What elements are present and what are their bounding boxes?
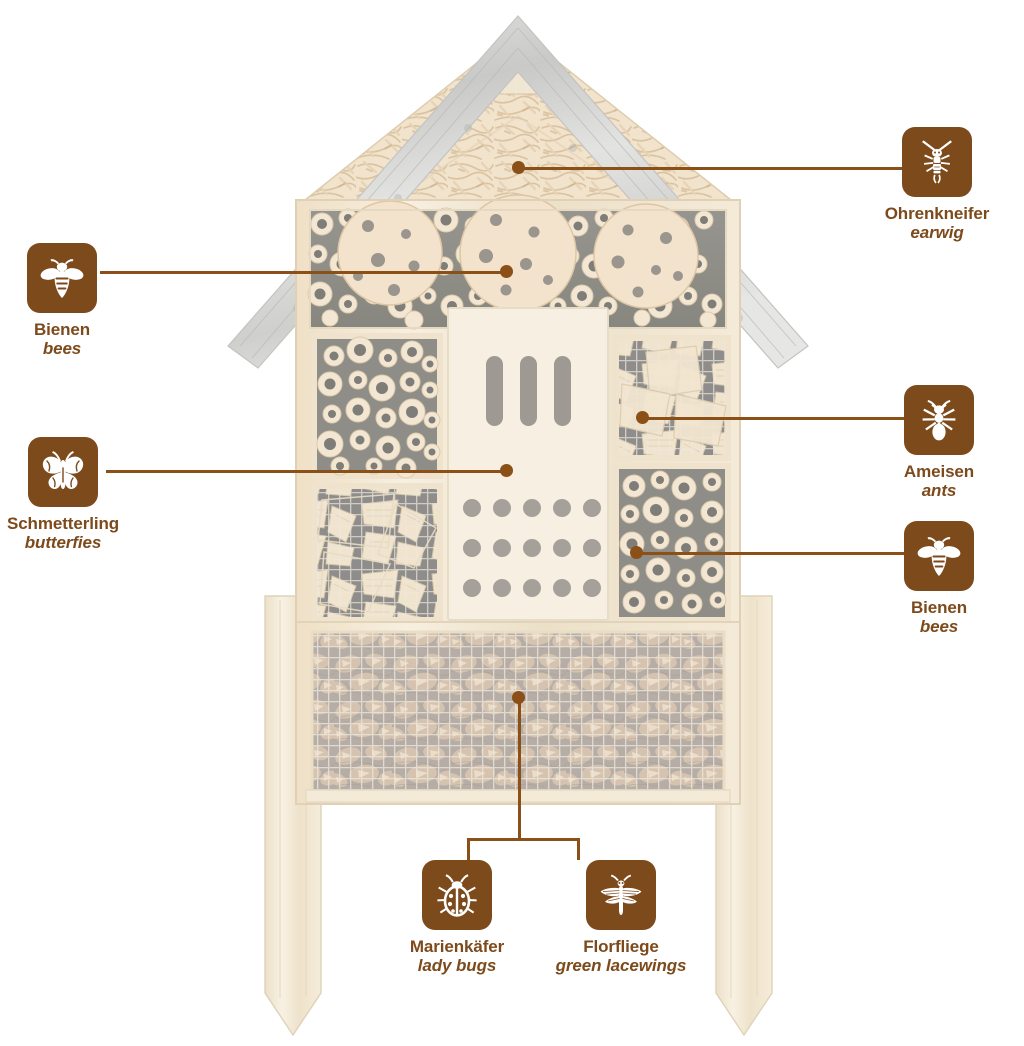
leader-line-bees-bottom [636, 552, 926, 555]
callout-butterflies-label-de: Schmetterling [6, 514, 120, 533]
leader-bracket-left-drop [467, 838, 470, 860]
leader-dot-bees-top [500, 265, 513, 278]
bee-icon [27, 243, 97, 313]
callout-bees-top-label-en: bees [42, 339, 82, 359]
leader-line-ants [642, 417, 926, 420]
callout-bees-top[interactable]: Bienen bees [0, 243, 137, 358]
bee-icon [904, 521, 974, 591]
callout-bees-bottom[interactable]: Bienen bees [864, 521, 1014, 636]
leader-line-butterflies [106, 470, 507, 473]
callout-lacewings-label-en: green lacewings [555, 956, 687, 976]
callout-ladybugs-text: Marienkäfer lady bugs [410, 937, 504, 975]
callout-ladybugs-label-de: Marienkäfer [409, 937, 505, 956]
callout-earwig-label-de: Ohrenkneifer [884, 204, 990, 223]
insect-hotel-illustration [218, 8, 818, 1043]
mesh-wood-chamber-right [613, 335, 731, 461]
leader-dot-earwig [512, 161, 525, 174]
bamboo-tube-chamber-lower-right [613, 463, 731, 623]
callout-bees-bottom-label-en: bees [919, 617, 959, 637]
callout-earwig-text: Ohrenkneifer earwig [885, 204, 990, 242]
callout-ants-text: Ameisen ants [904, 462, 974, 500]
earwig-icon [902, 127, 972, 197]
ant-icon [904, 385, 974, 455]
leader-line-bees-top [100, 271, 507, 274]
leader-dot-pinecone [512, 691, 525, 704]
callout-lacewings-label-de: Florfliege [583, 937, 659, 956]
leader-dot-ants [636, 411, 649, 424]
callout-group-bottom: Marienkäfer lady bugs [398, 860, 696, 975]
callout-ladybugs-label-en: lady bugs [417, 956, 497, 976]
callout-ants-label-en: ants [921, 481, 957, 501]
lacewing-icon [586, 860, 656, 930]
callout-lacewings[interactable]: Florfliege green lacewings [546, 860, 696, 975]
callout-bees-top-label-de: Bienen [33, 320, 91, 339]
callout-butterflies-text: Schmetterling butterfies [7, 514, 119, 552]
leader-line-bottom-stem [518, 697, 521, 840]
mesh-wood-chamber-left [311, 483, 443, 623]
callout-bees-bottom-text: Bienen bees [911, 598, 967, 636]
callout-bees-top-text: Bienen bees [34, 320, 90, 358]
callout-earwig[interactable]: Ohrenkneifer earwig [862, 127, 1012, 242]
drilled-wood-disc-left [337, 200, 443, 306]
drilled-wood-disc-upper [459, 194, 577, 312]
callout-ants-label-de: Ameisen [903, 462, 975, 481]
leader-line-earwig [518, 167, 925, 170]
callout-earwig-label-en: earwig [910, 223, 964, 243]
butterfly-slot-panel [447, 307, 609, 621]
leader-dot-bees-bottom [630, 546, 643, 559]
butterfly-icon [28, 437, 98, 507]
callout-butterflies[interactable]: Schmetterling butterfies [0, 437, 138, 552]
ladybug-icon [422, 860, 492, 930]
drilled-wood-disc-right [593, 203, 699, 309]
callout-lacewings-text: Florfliege green lacewings [556, 937, 687, 975]
leader-dot-butterflies [500, 464, 513, 477]
leader-bracket-right-drop [577, 838, 580, 860]
bamboo-tube-chamber-left [311, 333, 443, 479]
callout-ants[interactable]: Ameisen ants [864, 385, 1014, 500]
callout-ladybugs[interactable]: Marienkäfer lady bugs [398, 860, 516, 975]
leader-bracket-horizontal [467, 838, 580, 841]
callout-bees-bottom-label-de: Bienen [910, 598, 968, 617]
callout-butterflies-label-en: butterfies [24, 533, 102, 553]
